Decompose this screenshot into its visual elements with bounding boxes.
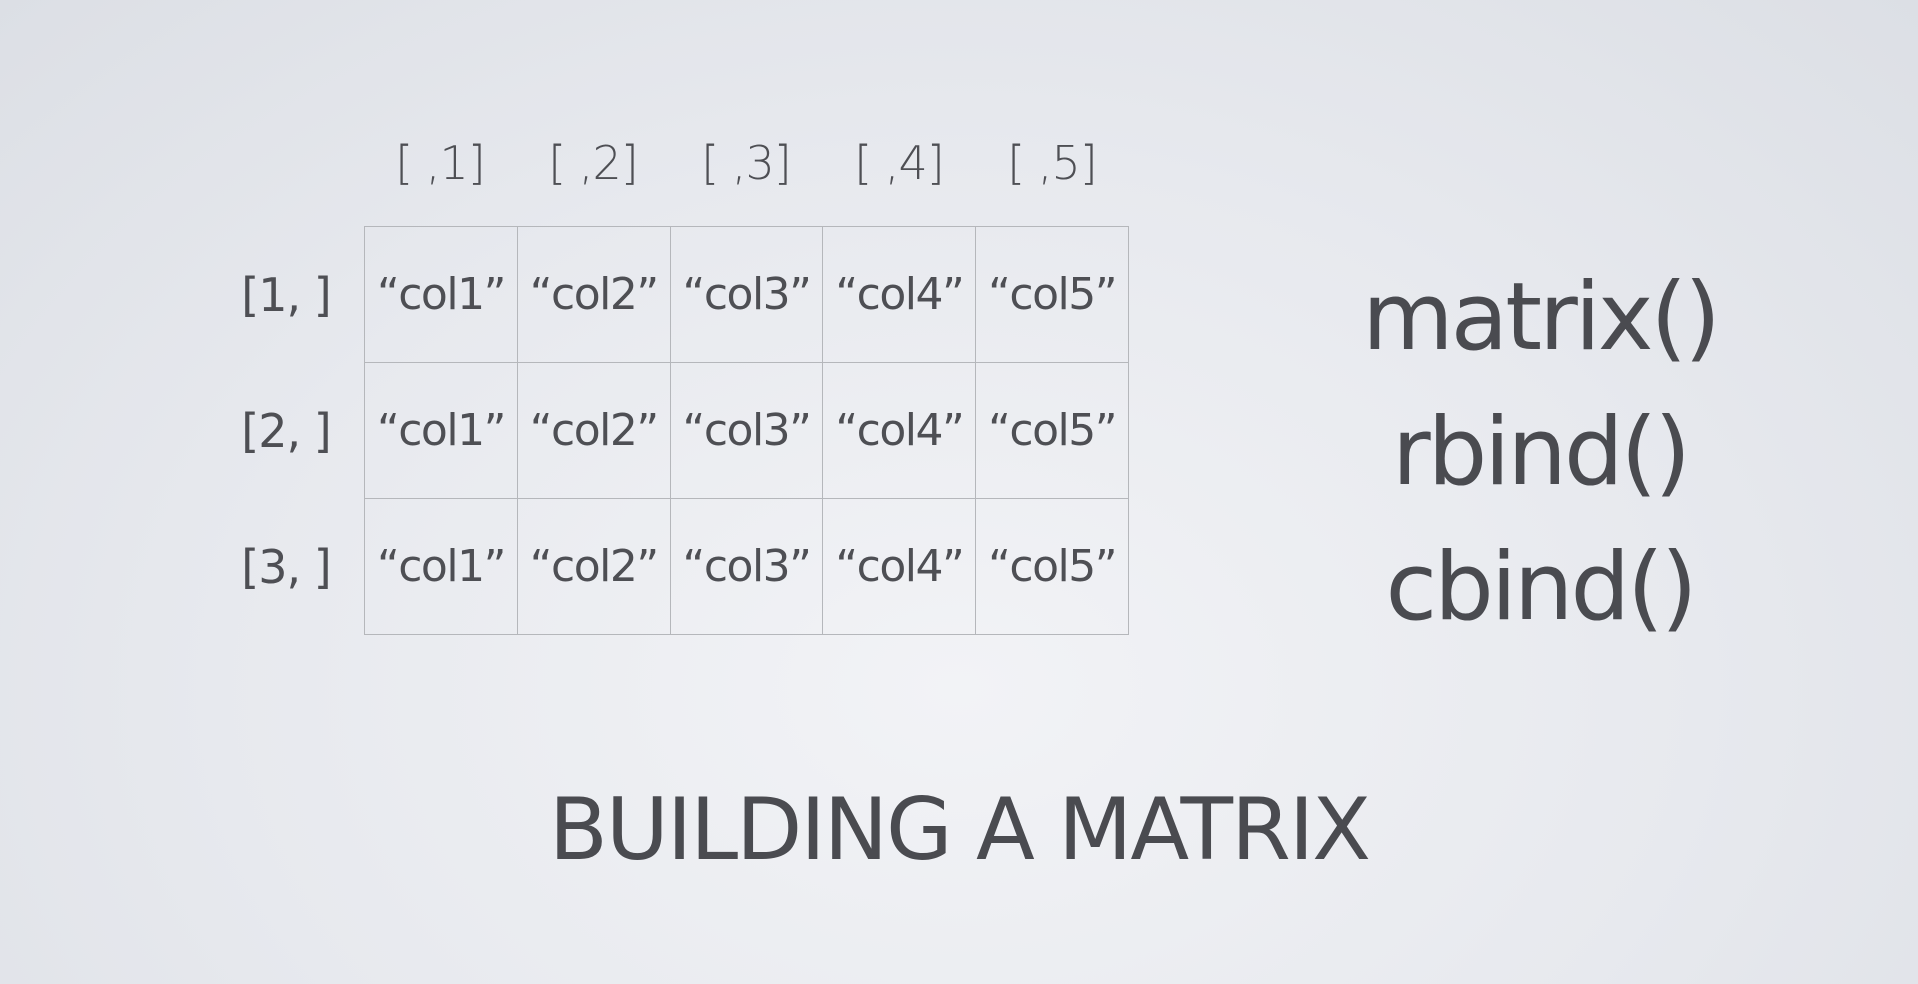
matrix-cell: “col1” — [365, 363, 518, 499]
column-index-5: [ ,5] — [1007, 136, 1097, 190]
matrix-cell: “col3” — [670, 499, 824, 635]
row-index-2: [2, ] — [241, 404, 331, 458]
matrix-cell: “col3” — [670, 227, 824, 363]
matrix-cell: “col4” — [823, 227, 977, 363]
matrix-cell: “col2” — [517, 363, 671, 499]
function-list: matrix() rbind() cbind() — [1330, 250, 1750, 655]
matrix-cell: “col5” — [976, 499, 1129, 635]
column-index-2: [ ,2] — [548, 136, 638, 190]
matrix-cell: “col3” — [670, 363, 824, 499]
column-index-3: [ ,3] — [701, 136, 791, 190]
function-cbind: cbind() — [1385, 533, 1697, 642]
matrix-cell: “col1” — [365, 499, 518, 635]
slide-title: BUILDING A MATRIX — [548, 780, 1371, 880]
function-matrix: matrix() — [1362, 263, 1721, 372]
column-index-1: [ ,1] — [395, 136, 485, 190]
matrix-cell: “col2” — [517, 227, 671, 363]
matrix-cell: “col2” — [517, 499, 671, 635]
row-index-3: [3, ] — [241, 540, 331, 594]
matrix-cell: “col5” — [976, 363, 1129, 499]
column-index-4: [ ,4] — [854, 136, 944, 190]
row-index-1: [1, ] — [241, 268, 331, 322]
matrix-cell: “col1” — [365, 227, 518, 363]
function-rbind: rbind() — [1391, 398, 1691, 507]
matrix-grid: “col1” “col2” “col3” “col4” “col5” “col1… — [364, 226, 1129, 635]
matrix-cell: “col4” — [823, 363, 977, 499]
matrix-cell: “col5” — [976, 227, 1129, 363]
matrix-cell: “col4” — [823, 499, 977, 635]
